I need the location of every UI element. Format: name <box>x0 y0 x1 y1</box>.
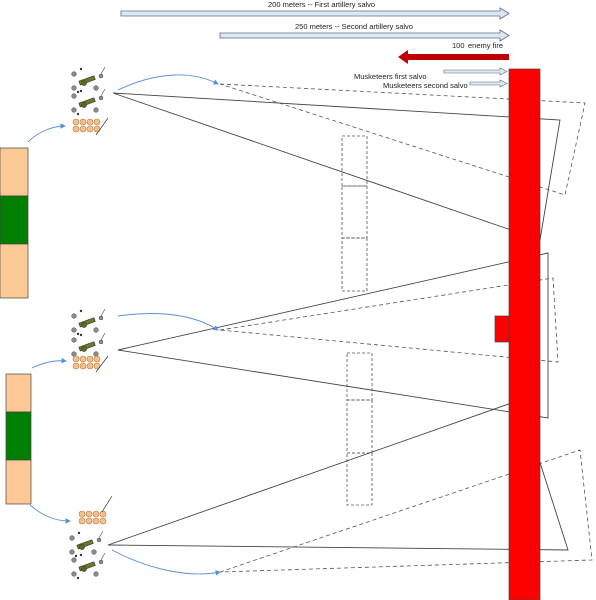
maneuver-curves <box>27 74 221 576</box>
enemy-line <box>494 68 541 600</box>
range-arrow-250 <box>219 29 510 42</box>
label-musket-first: Musketeers first salvo <box>354 72 427 81</box>
fire-cone-top-solid <box>112 92 561 241</box>
friendly-block-lower <box>5 373 32 505</box>
enemy-fire-arrow <box>398 50 509 64</box>
label-250-meters: 250 meters -- Second artillery salvo <box>295 22 413 31</box>
fire-cone-bottom-dashed <box>219 449 593 573</box>
fire-cone-top-dashed <box>219 83 586 196</box>
friendly-block-upper <box>0 147 29 299</box>
artillery-battery-middle <box>71 308 109 373</box>
label-musket-second: Musketeers second salvo <box>383 81 468 90</box>
fire-cone-middle-dashed <box>219 277 559 363</box>
label-enemy-fire: enemy fire <box>468 41 503 50</box>
cannon-with-crew-icon <box>71 332 106 360</box>
fire-cone-bottom-solid <box>107 399 569 551</box>
artillery-battery-top <box>71 66 109 136</box>
dashed-formation-upper <box>341 135 368 292</box>
cannon-with-crew-icon <box>69 530 104 558</box>
cannon-with-crew-icon <box>71 66 106 94</box>
cannon-with-crew-icon <box>71 308 106 336</box>
artillery-battery-bottom <box>69 495 113 580</box>
fire-cone-middle-solid <box>117 252 549 419</box>
musket-arrow-second <box>469 79 508 88</box>
musket-arrow-first <box>443 67 508 76</box>
musketeer-block-icon <box>72 118 101 133</box>
musketeer-block-icon <box>78 510 107 525</box>
dashed-formation-lower <box>346 352 373 506</box>
range-arrow-200 <box>120 7 510 20</box>
musketeer-block-icon <box>72 355 101 370</box>
label-200-meters: 200 meters -- First artillery salvo <box>268 0 375 9</box>
label-enemy-fire-distance: 100 <box>452 41 465 50</box>
cannon-with-crew-icon <box>71 88 106 116</box>
